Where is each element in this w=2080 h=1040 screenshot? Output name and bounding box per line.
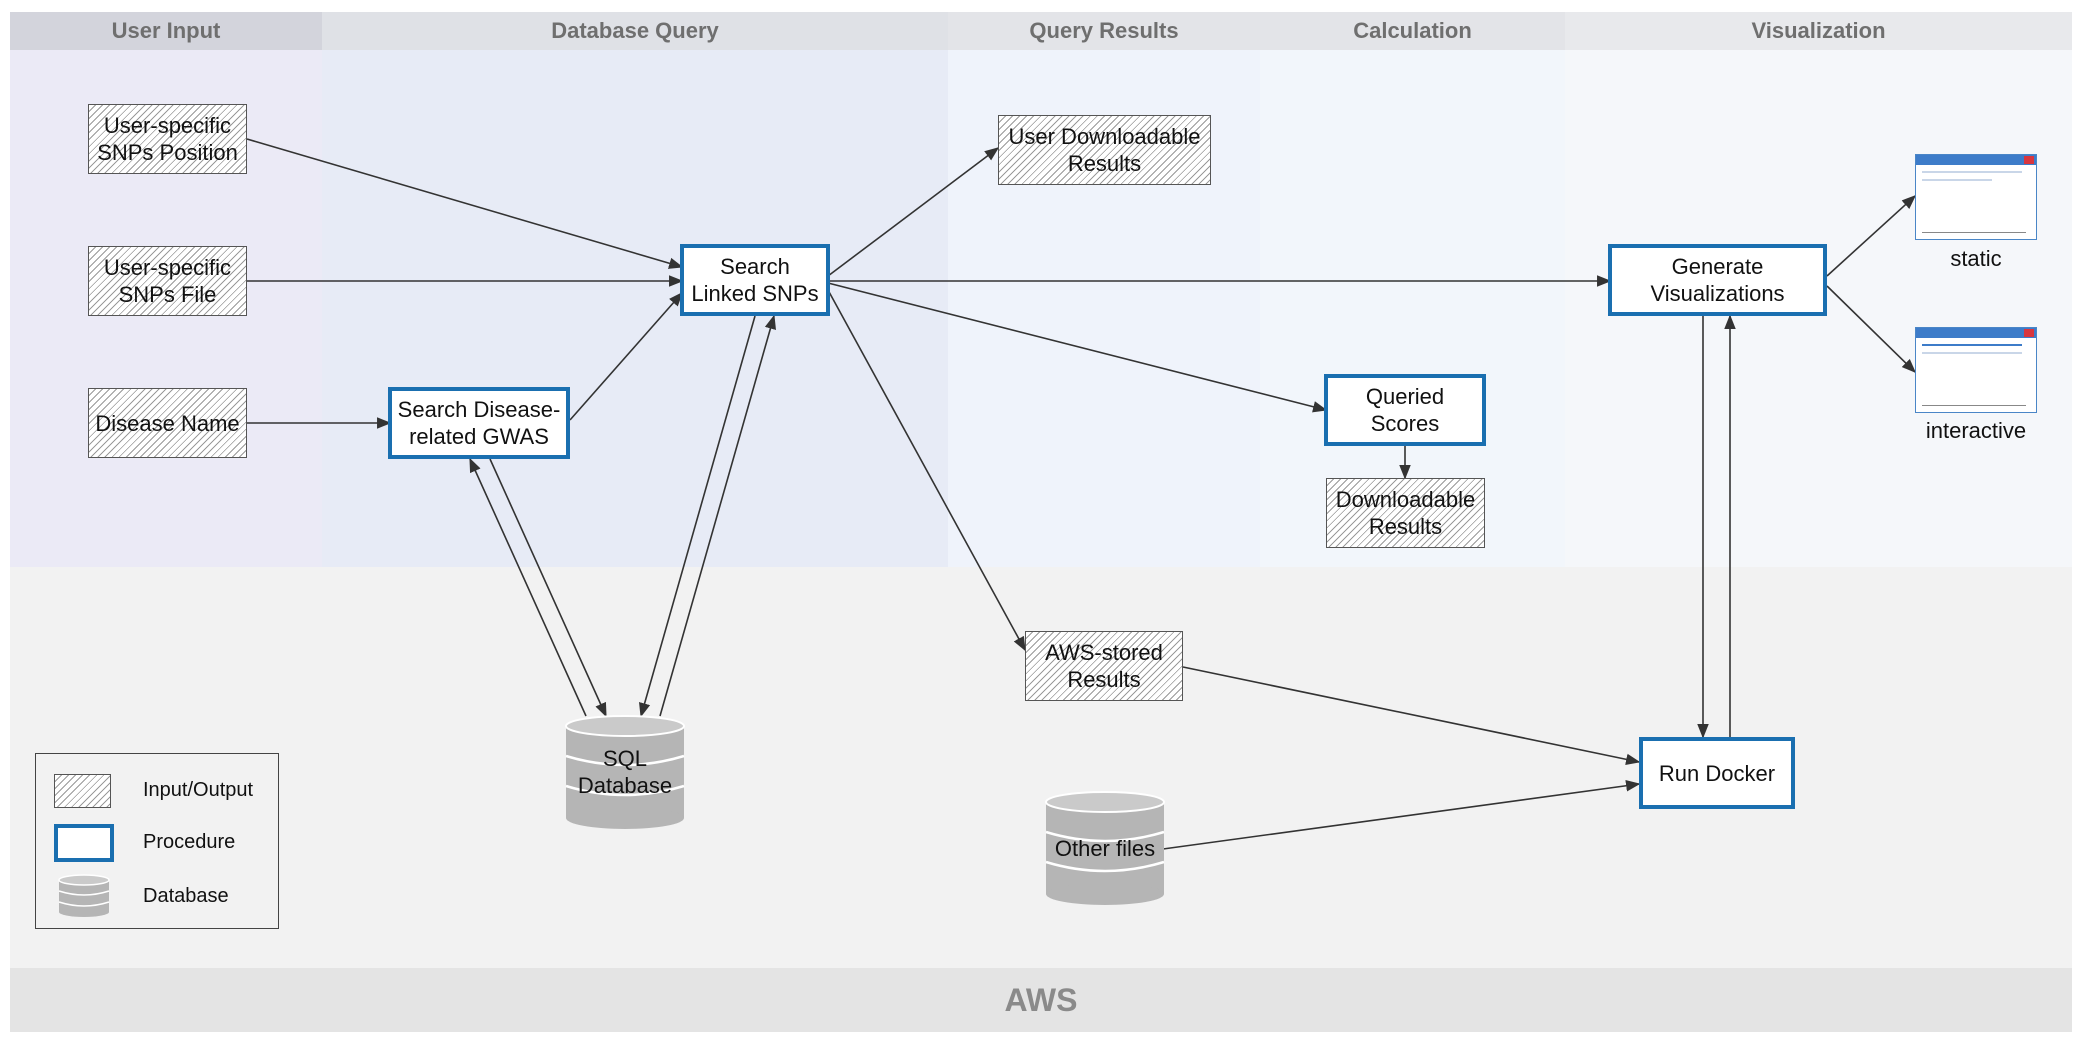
downloadable-results: Downloadable Results <box>1326 478 1485 548</box>
database-query-zone <box>322 12 948 567</box>
interactive-visualization-thumbnail <box>1915 327 2037 413</box>
toolbar-line <box>1922 179 1992 181</box>
column-header-user-input: User Input <box>111 18 221 43</box>
header-strip-user-input <box>10 12 322 50</box>
edge-linked-to-queried-scores <box>827 282 1328 413</box>
edge-linked-to-sql <box>639 315 756 718</box>
legend-item-procedure: Procedure <box>36 822 278 862</box>
sql-database-icon <box>565 715 685 829</box>
queried-scores-label: Queried Scores <box>1365 384 1445 436</box>
column-header-calculation: Calculation <box>1353 18 1472 43</box>
column-header-database-query: Database Query <box>551 18 719 43</box>
run-docker-procedure: Run Docker <box>1639 737 1795 809</box>
generate-vis-label: Generate Visualizations <box>1650 254 1785 306</box>
edge-generate-to-interactive <box>1826 285 1917 374</box>
edge-sql-to-gwas <box>469 457 587 717</box>
static-caption: static <box>1950 246 2002 271</box>
aws-label: AWS <box>1004 981 1078 1018</box>
sql-database-label: SQL Database <box>577 746 673 798</box>
close-icon <box>2024 329 2034 337</box>
user-downloadable-label: User Downloadable Results <box>1008 124 1201 176</box>
edge-linked-to-aws-stored <box>827 289 1026 652</box>
close-icon <box>2024 156 2034 164</box>
plot-area <box>1922 375 2026 406</box>
calculation-zone <box>1260 12 1565 567</box>
edge-gwas-to-sql <box>489 458 607 718</box>
header-strip-calculation <box>1260 12 1565 50</box>
plot-area <box>1922 202 2026 233</box>
search-linked-snps-procedure: Search Linked SNPs <box>680 244 830 316</box>
edge-aws-stored-to-docker <box>1182 666 1641 765</box>
snps-file-input: User-specific SNPs File <box>88 246 247 316</box>
downloadable-results-label: Downloadable Results <box>1335 487 1476 539</box>
legend-procedure-swatch <box>54 824 114 862</box>
legend-io-swatch <box>54 774 111 808</box>
aws-stored-label: AWS-stored Results <box>1045 640 1163 692</box>
other-files-label: Other files <box>1054 835 1156 861</box>
interactive-caption: interactive <box>1925 418 2027 443</box>
other-files-database-icon <box>1045 791 1165 905</box>
aws-footer-band <box>10 968 2072 1032</box>
other-files-database: Other files <box>1044 790 1166 906</box>
run-docker-label: Run Docker <box>1658 760 1776 786</box>
legend-database-label: Database <box>143 884 229 907</box>
user-downloadable-results: User Downloadable Results <box>998 115 1211 185</box>
search-gwas-procedure: Search Disease- related GWAS <box>388 387 570 459</box>
snps-file-label: User-specific SNPs File <box>103 255 232 307</box>
header-strip-database-query <box>322 12 948 50</box>
window-titlebar <box>1916 328 2036 338</box>
toolbar-line <box>1922 171 2022 173</box>
column-header-visualization: Visualization <box>1751 18 1886 43</box>
header-strip-visualization <box>1565 12 2072 50</box>
edge-linked-to-user-downloadable <box>827 147 1000 277</box>
static-visualization-thumbnail <box>1915 154 2037 240</box>
toolbar-line <box>1922 344 2022 346</box>
legend: Input/Output Procedure Database <box>35 753 279 929</box>
edge-generate-to-static <box>1826 195 1917 277</box>
legend-io-label: Input/Output <box>143 778 254 801</box>
header-strip-query-results <box>948 12 1260 50</box>
search-linked-label: Search Linked SNPs <box>691 254 819 306</box>
snps-position-label: User-specific SNPs Position <box>97 113 238 165</box>
search-gwas-label: Search Disease- related GWAS <box>397 397 561 449</box>
window-titlebar <box>1916 155 2036 165</box>
legend-item-io: Input/Output <box>36 770 278 810</box>
edge-other-files-to-docker <box>1162 780 1641 850</box>
query-results-zone <box>948 12 1260 567</box>
sql-database: SQL Database <box>564 714 686 830</box>
column-header-query-results: Query Results <box>1029 18 1179 43</box>
queried-scores-procedure: Queried Scores <box>1324 374 1486 446</box>
legend-procedure-label: Procedure <box>143 830 236 853</box>
legend-item-database: Database <box>36 874 278 917</box>
disease-name-label: Disease Name <box>95 410 240 436</box>
snps-position-input: User-specific SNPs Position <box>88 104 247 174</box>
edge-position-to-linked <box>246 138 684 269</box>
toolbar-line <box>1922 352 2022 354</box>
edge-gwas-to-linked <box>569 291 683 421</box>
legend-database-icon <box>58 874 110 917</box>
aws-stored-results: AWS-stored Results <box>1025 631 1183 701</box>
generate-visualizations-procedure: Generate Visualizations <box>1608 244 1827 316</box>
disease-name-input: Disease Name <box>88 388 247 458</box>
edge-sql-to-linked <box>659 314 776 717</box>
